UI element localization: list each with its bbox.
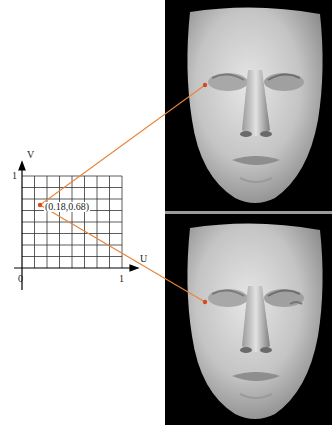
axis-tick-label: 1: [119, 274, 124, 284]
axis-tick-label: 1: [12, 171, 17, 181]
axis-label: V: [27, 150, 34, 160]
axis-label: U: [140, 254, 147, 264]
origin-label: 0: [18, 274, 23, 284]
coordinate-label: (0.18,0.68): [44, 202, 90, 212]
